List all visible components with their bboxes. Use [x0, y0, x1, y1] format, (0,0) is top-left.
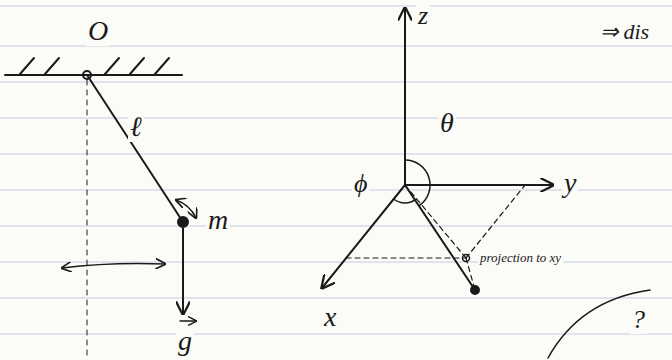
notebook-lines: [0, 6, 672, 334]
bob-3d: [471, 286, 479, 294]
symbol-label: ϕ: [352, 170, 369, 198]
annotation: projection to xy: [478, 250, 563, 265]
vector-mark: [180, 320, 196, 321]
symbol-label: z: [416, 2, 430, 30]
pendulum-rod: [87, 75, 183, 222]
symbol-label: θ: [438, 108, 456, 138]
pendulum-3d: [405, 185, 475, 290]
symbol-label: x: [322, 302, 338, 332]
ceiling-hatch: [20, 58, 169, 74]
gravity-arrow: [182, 228, 184, 314]
bob: [178, 217, 188, 227]
phi-arc: [394, 199, 416, 203]
swing-arrow: [176, 200, 196, 218]
x-axis: [322, 185, 405, 288]
projection-point: [463, 255, 470, 262]
vertical-reference: [87, 80, 88, 358]
symbol-label: O: [86, 16, 110, 46]
symbol-label: m: [206, 205, 230, 235]
rotation-arrow: [62, 264, 165, 269]
stray-stroke: [548, 290, 650, 358]
symbol-label: ?: [630, 306, 647, 334]
projection-lines: [346, 185, 525, 290]
symbol-label: g: [176, 326, 194, 356]
z-axis: [404, 8, 406, 185]
symbol-label: ⇒ dis: [598, 20, 651, 44]
theta-arc: [405, 160, 430, 206]
symbol-label: ℓ: [128, 112, 144, 142]
symbol-label: y: [562, 168, 578, 198]
y-axis: [405, 184, 553, 186]
